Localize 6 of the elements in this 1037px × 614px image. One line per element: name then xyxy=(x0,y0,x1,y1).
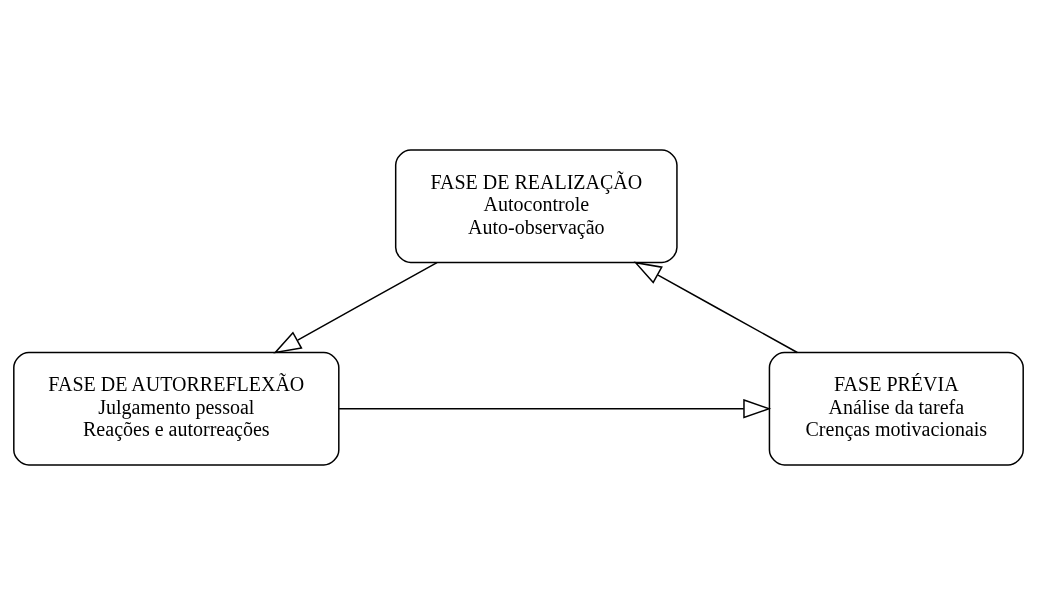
arrow xyxy=(338,398,772,419)
node-box: FASE DE AUTORREFLEXÃO Julgamento pessoal Reações e autorreações xyxy=(13,351,340,466)
arrow xyxy=(273,261,438,354)
arrow xyxy=(633,261,799,353)
node-box: FASE DE REALIZAÇÃO Autocontrole Auto-observação xyxy=(394,148,678,263)
node-box: FASE PRÉVIA Análise da tarefa Crenças motivacionais xyxy=(768,351,1024,466)
